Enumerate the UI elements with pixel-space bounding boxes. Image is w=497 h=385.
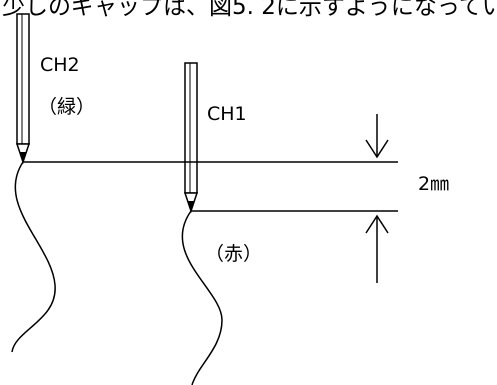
ch2-pen-icon xyxy=(15,13,31,165)
down-arrow-icon xyxy=(365,114,389,159)
gap-dimension-label: 2㎜ xyxy=(418,173,450,195)
ch1-pen-icon xyxy=(183,62,199,214)
ch1-pen-label: CH1 xyxy=(207,103,247,125)
ch1-trace-curve xyxy=(181,210,223,385)
caption-text: 少しのギャップは、図5. 2に示すようになってい xyxy=(2,0,497,20)
ch1-color-label: （赤） xyxy=(205,243,263,265)
ch2-color-label: （緑） xyxy=(38,96,96,118)
ch2-trace-curve xyxy=(11,161,56,353)
ch2-pen-label: CH2 xyxy=(40,54,80,76)
up-arrow-icon xyxy=(365,214,389,283)
